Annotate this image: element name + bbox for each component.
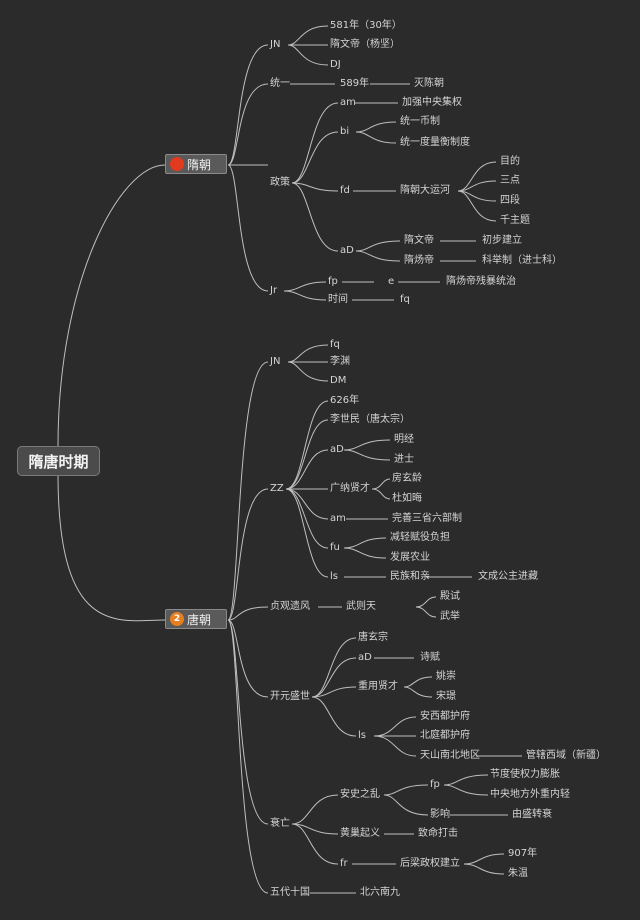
tang-zz-talent-item[interactable]: 杜如晦 [392,493,422,504]
tang-zz-talent-item[interactable]: 房玄龄 [392,473,422,484]
tang-zz-ls-mid[interactable]: 民族和亲 [390,571,430,582]
tang-fr-item[interactable]: 朱温 [508,868,528,879]
sui-unify-topic[interactable]: 统一 [270,78,290,89]
tang-kyss-emperor[interactable]: 唐玄宗 [358,632,388,643]
sui-jr-time[interactable]: 时间 [328,294,348,305]
tang-kyss-ls[interactable]: ls [358,730,366,741]
tang-zz-ls-end[interactable]: 文成公主进藏 [478,571,538,582]
sui-dynasty-node[interactable]: 隋朝 [165,154,227,174]
sui-unify-event[interactable]: 灭陈朝 [414,78,444,89]
sui-policy-bi[interactable]: bi [340,126,350,137]
tang-dynasty-title: 唐朝 [187,612,212,627]
tang-zgyh-topic[interactable]: 贞观遗风 [270,601,310,612]
sui-policy-am[interactable]: am [340,97,356,108]
tang-anshi-fp[interactable]: fp [430,779,440,790]
tang-kyss-ls-item[interactable]: 安西都护府 [420,711,470,722]
tang-zz-topic[interactable]: ZZ [270,483,284,494]
tang-kyss-ls-item[interactable]: 北庭都护府 [420,730,470,741]
sui-jr-fp[interactable]: fp [328,276,338,287]
tang-jn-topic[interactable]: JN [270,356,281,367]
sui-policy-ad[interactable]: aD [340,245,354,256]
sui-jn-item[interactable]: 581年（30年） [330,20,402,31]
tang-zz-ad[interactable]: aD [330,444,344,455]
tang-kyss-topic[interactable]: 开元盛世 [270,691,310,702]
tang-wzt-item[interactable]: 武举 [440,611,460,622]
sui-jr-fp-end[interactable]: 隋炀帝残暴统治 [446,276,516,287]
tang-zz-fu-item[interactable]: 减轻赋役负担 [390,532,450,543]
tang-kyss-ad-item[interactable]: 诗赋 [420,652,440,663]
tang-zz-emperor[interactable]: 李世民（唐太宗） [330,414,410,425]
tang-zz-fu[interactable]: fu [330,542,340,553]
tang-fr[interactable]: fr [340,858,348,869]
sui-policy-bi-item[interactable]: 统一币制 [400,116,440,127]
sui-policy-topic[interactable]: 政策 [270,177,290,188]
sui-jn-item[interactable]: 隋文帝（杨坚） [330,39,400,50]
sui-canal-item[interactable]: 四段 [500,195,520,206]
tang-later-liang[interactable]: 后梁政权建立 [400,858,460,869]
priority-2-icon: 2 [170,612,184,626]
sui-policy-bi-item[interactable]: 统一度量衡制度 [400,137,470,148]
sui-ad-emperor[interactable]: 隋炀帝 [404,255,434,266]
tang-zz-ad-item[interactable]: 进士 [394,454,414,465]
sui-canal-item[interactable]: 三点 [500,175,520,186]
sui-jr-fp-mid[interactable]: e [388,276,395,287]
tang-anshi-rebellion[interactable]: 安史之乱 [340,789,380,800]
sui-ad-result[interactable]: 初步建立 [482,235,522,246]
sui-ad-result[interactable]: 科举制（进士科） [482,255,562,266]
tang-zz-ls[interactable]: ls [330,571,338,582]
tang-decline-topic[interactable]: 衰亡 [270,818,290,829]
tang-zz-am[interactable]: am [330,513,346,524]
tang-anshi-impact-end[interactable]: 由盛转衰 [512,809,552,820]
sui-grand-canal[interactable]: 隋朝大运河 [400,185,450,196]
sui-canal-item[interactable]: 千主题 [500,215,530,226]
sui-jn-item[interactable]: DJ [330,59,341,70]
tang-dynasty-node[interactable]: 2 唐朝 [165,609,227,629]
tang-zz-am-item[interactable]: 完善三省六部制 [392,513,462,524]
sui-jr-topic[interactable]: Jr [270,285,278,296]
sui-unify-year[interactable]: 589年 [340,78,370,89]
tang-kyss-ls-item[interactable]: 天山南北地区 [420,750,480,761]
tang-five-dynasties[interactable]: 五代十国 [270,887,310,898]
tang-zz-ad-item[interactable]: 明经 [394,434,414,445]
tang-kyss-ls-tail[interactable]: 管辖西域（新疆） [526,750,606,761]
tang-zz-talent[interactable]: 广纳贤才 [330,483,370,494]
tang-five-dynasties-end[interactable]: 北六南九 [360,887,400,898]
sui-dynasty-title: 隋朝 [187,157,212,172]
tang-kyss-ad[interactable]: aD [358,652,372,663]
tang-kyss-talent-item[interactable]: 宋璟 [436,691,456,702]
tang-anshi-cause[interactable]: 节度使权力膨胀 [490,769,560,780]
tang-anshi-impact[interactable]: 影响 [430,809,450,820]
tang-huangchao-uprising[interactable]: 黄巢起义 [340,828,380,839]
tang-kyss-talent[interactable]: 重用贤才 [358,681,398,692]
tang-fr-item[interactable]: 907年 [508,848,538,859]
sui-policy-fd[interactable]: fd [340,185,350,196]
tang-kyss-talent-item[interactable]: 姚崇 [436,671,456,682]
tang-jn-item[interactable]: DM [330,375,347,386]
tang-zz-fu-item[interactable]: 发展农业 [390,552,430,563]
tang-huangchao-end[interactable]: 致命打击 [418,828,458,839]
tang-wzt[interactable]: 武则天 [346,601,376,612]
sui-ad-emperor[interactable]: 隋文帝 [404,235,434,246]
tang-jn-item[interactable]: 李渊 [330,356,350,367]
tang-anshi-cause[interactable]: 中央地方外重内轻 [490,789,570,800]
root-topic[interactable]: 隋唐时期 [17,446,100,476]
tang-wzt-item[interactable]: 殿试 [440,591,460,602]
sui-jr-time-end[interactable]: fq [400,294,410,305]
sui-jn-topic[interactable]: JN [270,39,281,50]
sui-canal-item[interactable]: 目的 [500,156,520,167]
tang-jn-item[interactable]: fq [330,339,340,350]
tang-zz-year[interactable]: 626年 [330,395,360,406]
sui-policy-am-item[interactable]: 加强中央集权 [402,97,462,108]
priority-red-icon [170,157,184,171]
